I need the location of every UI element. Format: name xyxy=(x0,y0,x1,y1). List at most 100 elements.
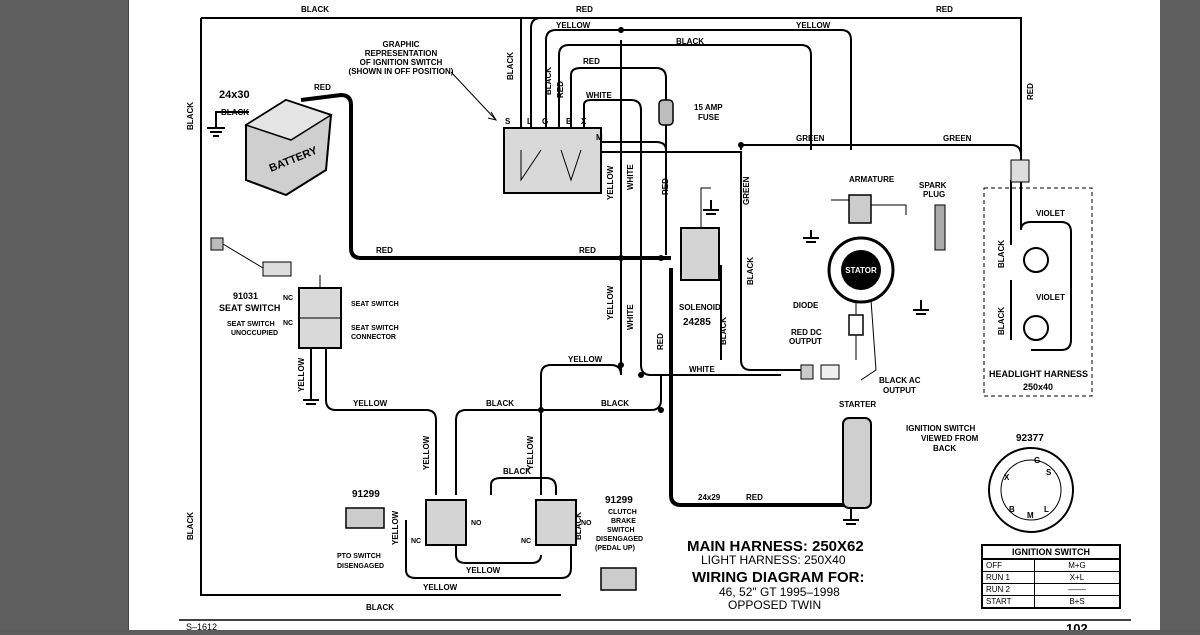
pto-nc: NC xyxy=(411,538,421,545)
table-row: RUN 2–––– xyxy=(981,583,1121,596)
ign-pin-m: M xyxy=(1027,511,1034,520)
fuse-15-amp: 15 AMP FUSE xyxy=(658,99,723,126)
wire-m xyxy=(601,141,667,151)
starter-ground xyxy=(843,508,859,525)
wiring-for: WIRING DIAGRAM FOR: xyxy=(692,569,864,586)
armature-frame xyxy=(831,199,907,215)
label-black-mid: BLACK xyxy=(486,399,514,408)
wire-l-red xyxy=(530,17,542,128)
main-harness: MAIN HARNESS: 250X62 xyxy=(687,538,864,555)
spark-plug-1: SPARK xyxy=(919,181,947,190)
solenoid-ground xyxy=(703,200,719,215)
viewer-right-margin xyxy=(1160,0,1200,630)
ign-pin-b: B xyxy=(1009,505,1015,514)
wire-m-black xyxy=(601,151,801,371)
headlight-title-1: HEADLIGHT HARNESS xyxy=(989,369,1088,379)
clutch-label-4: DISENGAGED xyxy=(596,536,643,543)
battery-size: 24x30 xyxy=(219,89,250,101)
ign-term-x: X xyxy=(581,117,587,126)
wire-battery-red xyxy=(300,92,671,260)
black-ac-2: OUTPUT xyxy=(883,386,916,395)
seat-nc-1: NC xyxy=(283,295,293,302)
engine-ignition: ARMATURE SPARK PLUG STATOR DIODE RED DC … xyxy=(789,175,947,395)
solenoid: SOLENOID 24285 xyxy=(679,187,721,328)
label-red-fuse: RED xyxy=(661,178,670,195)
pto-label-2: DISENGAGED xyxy=(337,563,384,570)
headlight-harness: HEADLIGHT HARNESS 250x40 xyxy=(983,159,1093,397)
ign-row-pos: RUN 1 xyxy=(981,571,1035,584)
wire-white-dc xyxy=(640,364,781,376)
label-black-left: BLACK xyxy=(186,102,195,130)
label-yellow-seat: YELLOW xyxy=(297,357,306,392)
wire-left-black xyxy=(200,18,561,596)
starter-label: STARTER xyxy=(839,400,876,409)
label-white-mid: WHITE xyxy=(626,164,635,190)
light-harness: LIGHT HARNESS: 250X40 xyxy=(701,553,846,567)
label-white-mid2: WHITE xyxy=(626,304,635,330)
seat-nc-2: NC xyxy=(283,320,293,327)
headlight-connector xyxy=(1010,159,1030,183)
ign-term-s: S xyxy=(505,117,511,126)
seat-switch-inner xyxy=(299,275,341,319)
wire-yellow-top xyxy=(545,29,852,150)
clutch-label-1: CLUTCH xyxy=(608,509,637,516)
clutch-no: NO xyxy=(581,520,592,527)
headlight-title-2: 250x40 xyxy=(1023,382,1053,392)
label-yellow-c2: YELLOW xyxy=(606,285,615,320)
label-red-starter: RED xyxy=(746,493,763,502)
armature xyxy=(848,194,872,224)
seat-conn-1: SEAT SWITCH xyxy=(351,325,399,332)
label-yellow-top2: YELLOW xyxy=(796,21,831,30)
stator-ground xyxy=(913,300,929,315)
label-red-right: RED xyxy=(1026,83,1035,100)
ign-table-title: IGNITION SWITCH xyxy=(982,545,1120,560)
label-white-dc: WHITE xyxy=(689,365,715,374)
seat-unoccupied-1: SEAT SWITCH xyxy=(227,321,275,328)
label-black-bottom: BLACK xyxy=(366,603,394,612)
stator-core xyxy=(841,250,881,290)
ign-pin-g: G xyxy=(1034,456,1040,465)
label-black-s: BLACK xyxy=(506,52,515,80)
diode xyxy=(848,314,864,336)
starter-body xyxy=(842,417,872,509)
wire-black-arm xyxy=(558,44,812,150)
wire-b-red xyxy=(570,67,667,128)
label-red-bat3: RED xyxy=(579,246,596,255)
clutch-switch-body xyxy=(535,499,577,546)
ign-term-m: M xyxy=(596,133,603,142)
seat-switch: 91031 SEAT SWITCH SEAT SWITCH UNOCCUPIED… xyxy=(210,237,399,405)
headlight-box xyxy=(983,187,1093,397)
label-starter-cable: 24x29 xyxy=(698,493,721,502)
stator-label: STATOR xyxy=(845,266,877,275)
seat-switch-plug xyxy=(210,237,224,251)
wire-headlight xyxy=(1010,180,1072,351)
ign-row-conn: –––– xyxy=(1034,583,1121,596)
diode-label: DIODE xyxy=(793,301,819,310)
seat-switch-lead xyxy=(222,243,264,269)
ign-caption-3: OF IGNITION SWITCH xyxy=(360,58,443,67)
ign-row-conn: M+G xyxy=(1034,558,1121,572)
harness-title-block: MAIN HARNESS: 250X62 LIGHT HARNESS: 250X… xyxy=(687,538,864,612)
ign-back-inner xyxy=(1000,459,1062,521)
ign-back-part: 92377 xyxy=(1016,433,1044,444)
label-yellow-bottom: YELLOW xyxy=(423,583,458,592)
fuse-label-2: FUSE xyxy=(698,113,720,122)
starter-motor: STARTER xyxy=(839,400,876,525)
engine-type: OPPOSED TWIN xyxy=(728,598,821,612)
spark-plug xyxy=(934,204,946,251)
label-yellow-pto2: YELLOW xyxy=(391,510,400,545)
label-yellow-top: YELLOW xyxy=(556,21,591,30)
ign-back-caption-1: IGNITION SWITCH xyxy=(906,424,976,433)
ignition-switch-back-view: IGNITION SWITCH VIEWED FROM BACK 92377 G… xyxy=(906,424,1074,533)
label-yellow-c1: YELLOW xyxy=(606,165,615,200)
label-black-link: BLACK xyxy=(503,467,531,476)
label-black-clutch: BLACK xyxy=(574,512,583,540)
ign-caption-4: (SHOWN IN OFF POSITION) xyxy=(349,67,454,76)
connector-red-dc xyxy=(800,364,814,380)
spark-plug-2: PLUG xyxy=(923,190,945,199)
footer-page: 102 xyxy=(1066,621,1088,630)
label-black-left2: BLACK xyxy=(186,512,195,540)
ign-caption-2: REPRESENTATION xyxy=(365,49,438,58)
label-white-x: WHITE xyxy=(586,91,612,100)
